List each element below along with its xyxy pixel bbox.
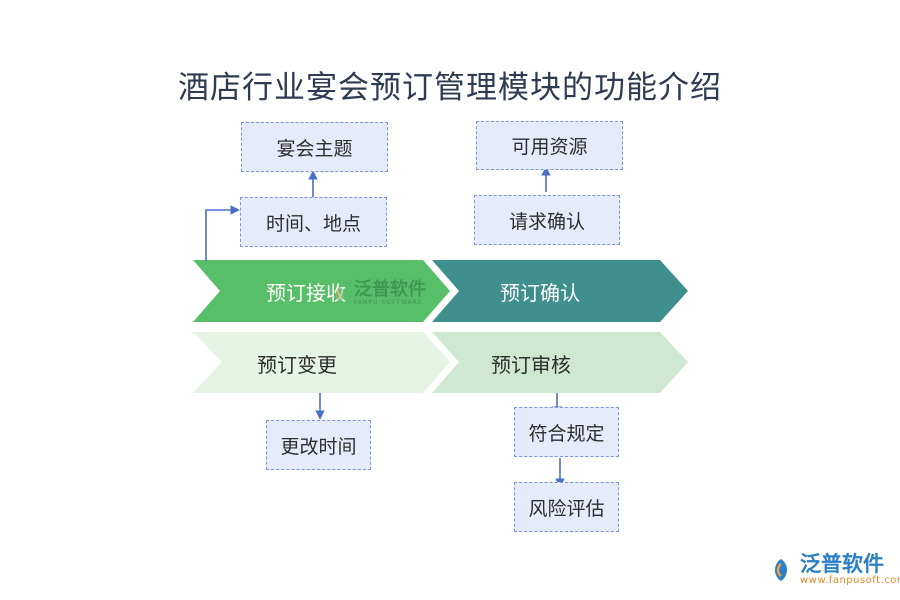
- stage-change-shape: [193, 332, 450, 393]
- box-time-place: 时间、地点: [240, 197, 387, 247]
- stage-receive-shape: [193, 260, 450, 322]
- stage-review-shape: [432, 332, 688, 393]
- watermark: 泛普软件 FANPU SOFTWARE: [330, 281, 426, 306]
- stage-receive-label: 预订接收: [266, 281, 346, 305]
- stage-change-label: 预订变更: [257, 353, 337, 377]
- stage-review-label: 预订审核: [491, 353, 571, 377]
- box-compliance: 符合规定: [514, 407, 619, 457]
- box-banquet-theme: 宴会主题: [241, 122, 388, 172]
- fanpu-logo-icon: [775, 558, 787, 581]
- box-available-resources: 可用资源: [476, 121, 623, 170]
- box-change-time: 更改时间: [266, 420, 371, 470]
- box-risk-assessment: 风险评估: [514, 482, 619, 532]
- stage-confirm-label: 预订确认: [500, 281, 580, 305]
- page-title: 酒店行业宴会预订管理模块的功能介绍: [178, 70, 722, 106]
- brand-logo: 泛普软件 www.fanpusoft.com: [768, 553, 900, 586]
- watermark-brand: 泛普软件: [354, 279, 426, 300]
- connector-receive-to-time: [205, 205, 240, 261]
- watermark-sub: FANPU SOFTWARE: [354, 299, 423, 306]
- logo-url: www.fanpusoft.com: [800, 575, 900, 586]
- box-request-confirm: 请求确认: [474, 195, 620, 245]
- watermark-logo-icon: [335, 285, 345, 302]
- logo-brand: 泛普软件: [800, 552, 884, 576]
- stage-confirm-shape: [432, 260, 688, 322]
